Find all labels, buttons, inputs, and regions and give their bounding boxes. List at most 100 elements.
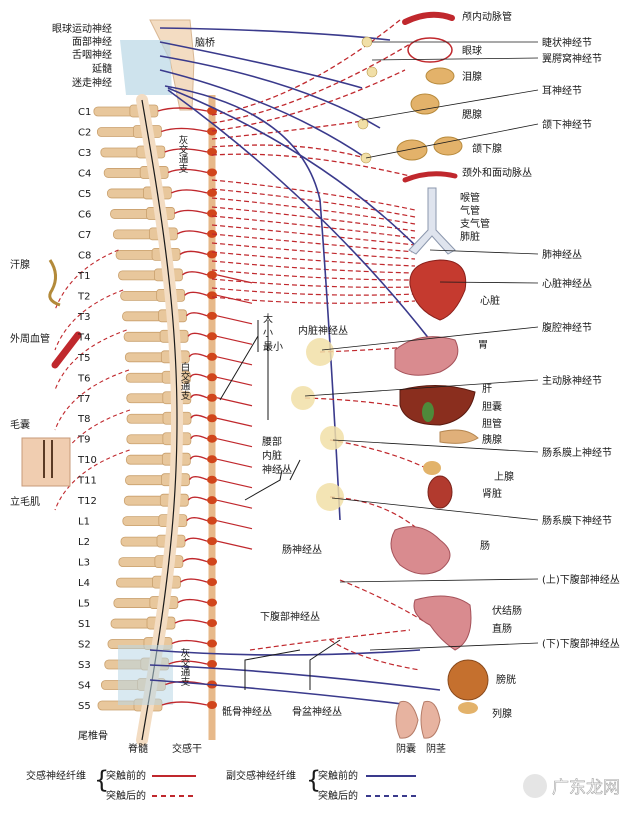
trunk-ganglion-22 [207,557,217,566]
splanchnic-root-18 [216,479,253,489]
symp-thorax-fiber-0 [211,179,416,211]
ramus-3 [167,168,208,174]
trunk-ganglion-26 [207,639,217,648]
bladder [447,659,489,701]
prostate [458,702,478,714]
segment-labels: C1C2C3C4C5C6C7C8T1T2T3T4T5T6T7T8T9T10T11… [77,107,108,742]
ramus-15 [190,414,208,419]
carotid-artery [402,171,458,183]
trunk-ganglion-2 [207,147,217,156]
ganglion-label-9: 肠系膜下神经节 [542,514,612,527]
segment-label-24: L5 [78,599,90,610]
segment-label-19: T12 [77,496,97,507]
legend-symp-post: 突触后的 [106,789,146,802]
label-heart: 心脏 [480,294,500,307]
ganglion-leader-4 [429,249,539,255]
label-lesser-splanchnic: 小 [263,327,273,339]
trunk-ganglion-24 [207,598,217,607]
watermark: 广东龙网 [523,774,620,798]
heart [409,259,467,321]
segment-label-1: C2 [78,127,91,138]
intestine [390,526,451,575]
segment-label-15: T8 [77,414,90,425]
label-bladder: 膀胱 [496,673,516,686]
label-white-ramus: 白交通支 [179,361,191,401]
segment-label-13: T6 [77,373,90,384]
symp-skin-fiber-2 [54,329,127,391]
segment-label-22: L3 [78,558,90,569]
label-spinal-cord: 脊髓 [128,742,148,755]
segment-label-5: C6 [78,209,91,220]
segment-label-10: T3 [77,312,90,323]
segment-label-6: C7 [78,230,91,241]
label-liver: 肝 [482,383,492,395]
para-fiber-6 [167,89,431,341]
sympathetic-trunk [207,95,217,740]
symp-thorax-fiber-6 [211,233,416,253]
splanchnic-root-10 [216,315,253,325]
submandibular-gland [396,139,428,161]
sublingual-gland [433,136,463,156]
splanchnic-root-17 [216,458,253,468]
symp-skin-fiber-3 [54,369,130,431]
ramus-22 [182,557,208,563]
label-penis: 阴茎 [426,743,446,755]
splanchnic-root-12 [216,356,253,366]
splanchnic-root-15 [216,417,253,427]
label-greater-splanchnic: 大 [263,312,273,325]
segment-label-12: T5 [77,353,90,364]
ganglion-leader-8 [332,439,539,453]
symp-skin-fiber-1 [54,289,124,351]
segment-label-0: C1 [78,107,91,118]
head-ganglion-1 [366,66,378,78]
label-sacral-plexus: 骶骨神经丛 [222,705,272,718]
ganglion-leader-11 [369,642,539,651]
lacrimal-gland [425,67,455,85]
ganglia [291,36,378,511]
ramus-4 [171,189,208,194]
splanchnic-root-13 [216,376,253,386]
organs [21,11,489,739]
segment-label-7: C8 [78,250,91,261]
segment-label-4: C5 [78,189,91,200]
ramus-13 [189,373,208,378]
para-fiber-3 [159,69,367,159]
trunk-ganglion-5 [207,209,217,218]
ramus-2 [164,148,208,153]
ramus-9 [184,291,208,297]
peripheral-vessel [51,331,82,369]
trunk-ganglion-20 [207,516,217,525]
ganglion-label-11: (下)下腹部神经丛 [542,637,620,650]
watermark-logo-icon [523,774,547,798]
symp-head-fiber-1 [211,43,411,124]
segment-label-26: S2 [78,640,91,651]
segment-label-14: T7 [77,394,90,405]
label-prostate: 列腺 [492,707,512,720]
label-parotid: 腮腺 [462,108,482,121]
ramus-21 [184,537,208,542]
ganglion-label-3: 颌下神经节 [542,118,592,131]
label-vagus: 迷走神经 [72,76,112,89]
trunk-ganglion-16 [207,434,217,443]
label-bile-duct: 胆管 [482,417,502,430]
structural-line-0 [219,320,259,401]
splanchnic-root-19 [216,499,253,509]
label-arrector-pili: 立毛肌 [10,495,40,508]
ganglion-labels: 睫状神经节翼腭窝神经节耳神经节颌下神经节肺神经丛心脏神经丛腹腔神经节主动脉神经节… [542,36,620,650]
label-medulla: 延髓 [92,62,112,75]
ganglion-leader-2 [361,89,539,121]
trunk-ganglion-25 [207,619,217,628]
label-facial: 面部神经 [72,35,112,48]
ganglion-leader-9 [331,497,539,521]
symp-thorax-fiber-3 [211,206,416,232]
ramus-10 [185,312,208,317]
symp-thorax-fiber-5 [211,224,416,246]
segment-label-23: L4 [78,578,90,589]
symp-skin-fiber-0 [54,249,119,311]
ramus-23 [180,578,208,583]
label-bronchi: 支气管 [460,217,490,230]
label-lungs: 肺脏 [460,230,480,243]
label-hair-follicle: 毛囊 [10,418,30,431]
sweat-gland [48,259,61,307]
